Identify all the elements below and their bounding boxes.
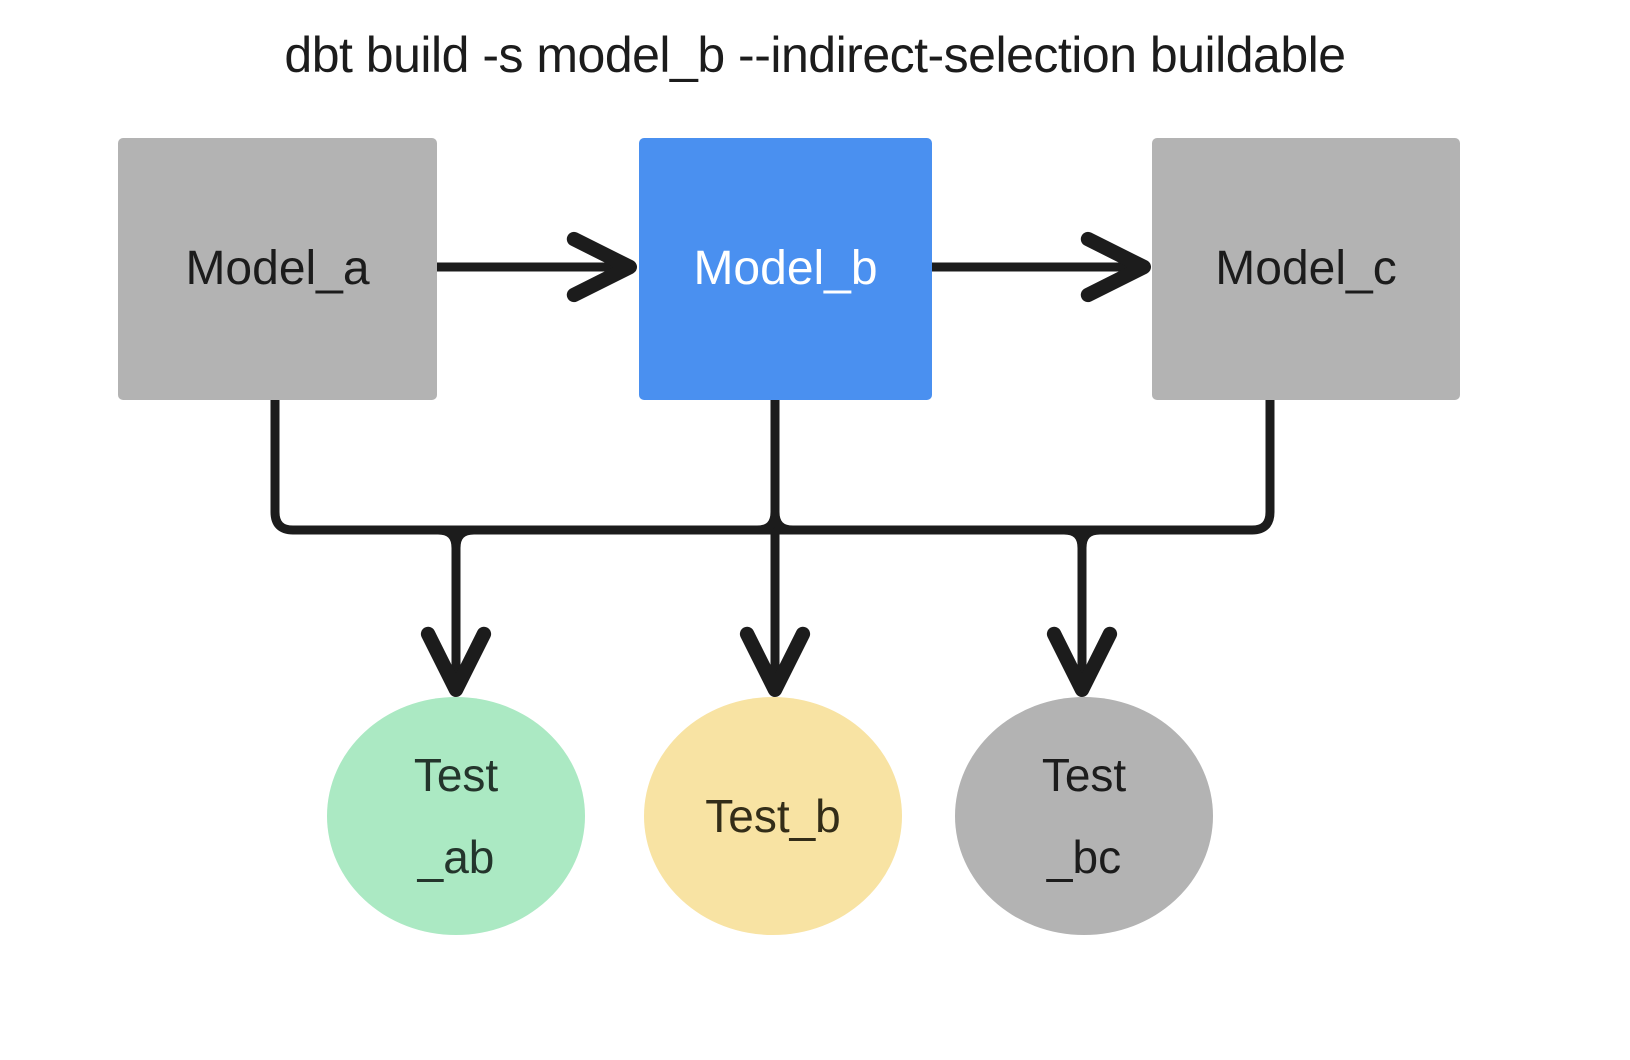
edge-branch-to-test-bc bbox=[1046, 525, 1118, 697]
node-test-bc-label: Test _bc bbox=[1041, 749, 1127, 883]
node-model-c[interactable]: Model_c bbox=[1152, 138, 1460, 400]
node-test-b-label: Test_b bbox=[705, 790, 841, 842]
diagram-title: dbt build -s model_b --indirect-selectio… bbox=[284, 27, 1346, 83]
edge-branch-to-test-ab-right-join bbox=[451, 525, 475, 549]
node-model-c-label: Model_c bbox=[1215, 242, 1397, 295]
edge-model-b-drop-left-join bbox=[770, 400, 794, 535]
edge-branch-to-test-ab bbox=[420, 525, 492, 697]
node-model-a[interactable]: Model_a bbox=[118, 138, 437, 400]
node-model-a-label: Model_a bbox=[185, 242, 370, 295]
node-test-ab-label: Test _ab bbox=[413, 749, 499, 883]
edge-model-b-drop-right-join bbox=[756, 400, 780, 535]
node-model-b[interactable]: Model_b bbox=[639, 138, 932, 400]
node-test-ab[interactable]: Test _ab bbox=[327, 697, 585, 935]
node-model-b-label: Model_b bbox=[693, 242, 878, 295]
edge-bus-horizontal bbox=[270, 400, 1275, 535]
node-test-b[interactable]: Test_b bbox=[644, 697, 902, 935]
edge-branch-to-test-bc-right-join bbox=[1077, 525, 1101, 549]
node-test-bc[interactable]: Test _bc bbox=[955, 697, 1213, 935]
